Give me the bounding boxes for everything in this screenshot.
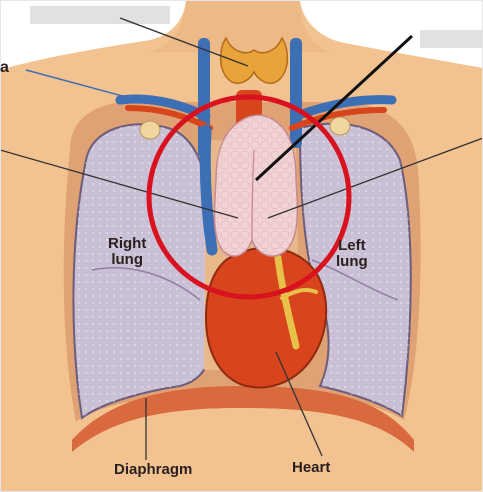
diaphragm-label: Diaphragm [114, 462, 192, 478]
blank-label-box-top-right [420, 30, 483, 48]
clavicle-knob-right [140, 121, 160, 139]
partial-left-label: a [0, 60, 9, 77]
right-lung-label-line2: lung [108, 252, 146, 268]
vein-right [290, 38, 302, 148]
blank-label-box-top-left [30, 6, 170, 24]
left-lung-label-line1: Left [336, 238, 368, 254]
thymus-texture [214, 115, 297, 256]
left-lung-label: Left lung [336, 238, 368, 270]
left-lung-label-line2: lung [336, 254, 368, 270]
clavicle-knob-left [330, 117, 350, 135]
right-lung-label: Right lung [108, 236, 146, 268]
right-lung-label-line1: Right [108, 236, 146, 252]
heart-label: Heart [292, 460, 330, 476]
